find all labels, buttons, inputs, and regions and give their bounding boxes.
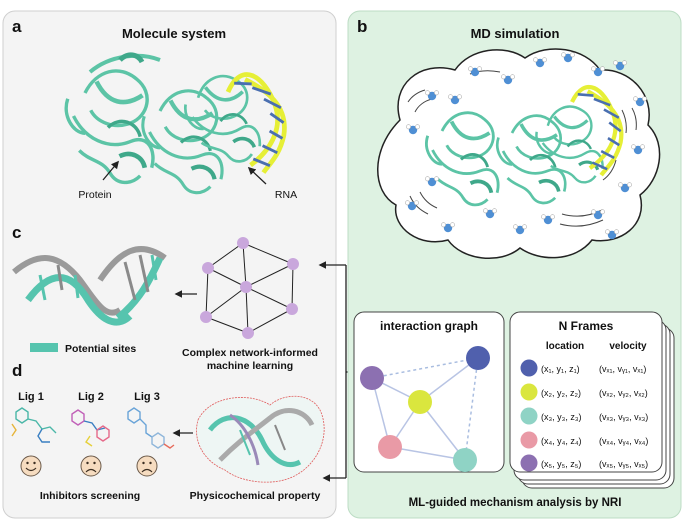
panel-a-title: Molecule system <box>122 26 226 41</box>
panel-d-letter: d <box>12 361 22 380</box>
ligand-3-label: Lig 3 <box>134 391 160 403</box>
rna-pointer <box>247 166 267 185</box>
frame-row-location: (x₅, y₅, z₅) <box>541 459 581 469</box>
frame-row: (x₂, y₂, z₂) (vₓ₂, vᵧ₂, vₓ₂) <box>520 383 648 401</box>
rna-label: RNA <box>275 189 297 201</box>
interaction-graph-title: interaction graph <box>380 319 478 333</box>
happy-face-icon <box>20 455 42 477</box>
protein-structure <box>66 52 265 193</box>
panel-b-caption: ML-guided mechanism analysis by NRI <box>409 497 622 509</box>
frame-row: (x₅, y₅, z₅) (vₓ₅, vᵧ₅, vₓ₅) <box>520 454 648 472</box>
frame-row: (x₄, y₄, z₄) (vₓ₄, vᵧ₄, vₓ₄) <box>520 431 648 449</box>
protein-label: Protein <box>78 189 111 201</box>
panel-a-letter: a <box>12 17 22 36</box>
frame-row-velocity: (vₓ₂, vᵧ₂, vₓ₂) <box>599 388 648 398</box>
ligand-3-molecule <box>127 407 175 449</box>
physicochemical-property-caption: Physicochemical property <box>190 490 321 502</box>
frame-row-velocity: (vₓ₅, vᵧ₅, vₓ₅) <box>599 459 648 469</box>
frame-row-velocity: (vₓ₄, vᵧ₄, vₓ₄) <box>599 436 648 446</box>
frame-row-velocity: (vₓ₁, vᵧ₁, vₓ₁) <box>599 364 646 374</box>
sad-face-icon <box>136 455 158 477</box>
frame-row: (x₃, y₃, z₃) (vₓ₃, vᵧ₃, vₓ₃) <box>520 407 648 425</box>
frame-row: (x₁, y₁, z₁) (vₓ₁, vᵧ₁, vₓ₁) <box>520 359 646 377</box>
frame-row-velocity: (vₓ₃, vᵧ₃, vₓ₃) <box>599 412 648 422</box>
frames-table: (x₁, y₁, z₁) (vₓ₁, vᵧ₁, vₓ₁) (x₂, y₂, z₂… <box>520 359 648 472</box>
water-box-cloud <box>377 48 661 260</box>
potential-sites-swatch <box>30 343 58 352</box>
panel-b-letter: b <box>357 17 367 36</box>
network-caption-line1: Complex network-informed <box>182 347 318 359</box>
interaction-graph-card <box>353 311 505 473</box>
ligand-2-molecule <box>71 409 110 447</box>
panel-b-title: MD simulation <box>471 26 560 41</box>
frame-row-location: (x₁, y₁, z₁) <box>541 364 580 374</box>
ligand-2-label: Lig 2 <box>78 391 104 403</box>
frames-card <box>509 311 663 473</box>
inhibitors-screening-caption: Inhibitors screening <box>40 490 140 502</box>
sad-face-icon <box>80 455 102 477</box>
rna-potential-sites <box>12 246 167 326</box>
ligand-1-label: Lig 1 <box>18 391 44 403</box>
rna-surface-property <box>196 395 325 483</box>
frame-row-location: (x₃, y₃, z₃) <box>541 412 582 422</box>
complex-network <box>200 237 299 339</box>
frames-column-location: location <box>546 341 584 352</box>
panel-c-letter: c <box>12 223 21 242</box>
frame-row-location: (x₄, y₄, z₄) <box>541 436 582 446</box>
protein-pointer <box>102 160 119 181</box>
frames-column-velocity: velocity <box>609 341 647 352</box>
potential-sites-label: Potential sites <box>65 343 136 355</box>
frame-row-location: (x₂, y₂, z₂) <box>541 388 581 398</box>
interaction-graph <box>360 346 490 472</box>
ligand-1-molecule <box>11 407 57 443</box>
frames-title: N Frames <box>559 319 614 333</box>
network-caption-line2: machine learning <box>207 360 293 372</box>
